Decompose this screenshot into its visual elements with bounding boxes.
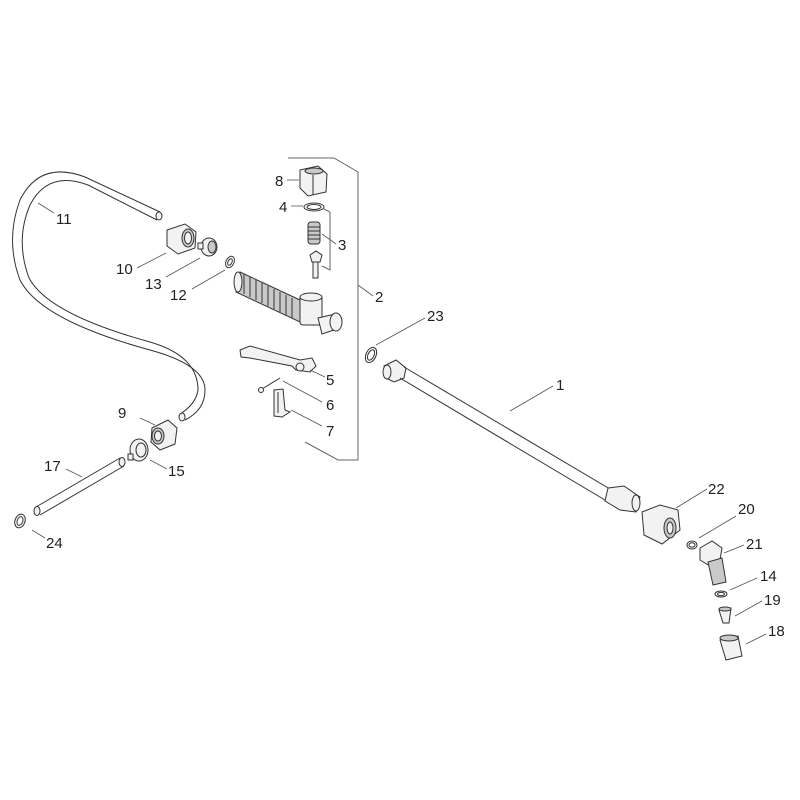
- washer-part-12[interactable]: [224, 255, 236, 269]
- leader-3b: [321, 233, 337, 245]
- leader-18: [698, 515, 737, 539]
- nozzle-tip-part-20[interactable]: [718, 606, 732, 624]
- leader-3: [321, 208, 331, 271]
- leader-10: [136, 252, 167, 269]
- leader-9: [139, 417, 156, 426]
- leader-12: [191, 269, 226, 290]
- washer-part-24[interactable]: [13, 513, 27, 530]
- leader-5: [309, 369, 326, 378]
- washer-part-17[interactable]: [714, 590, 728, 598]
- handle-body[interactable]: [233, 271, 343, 335]
- callout-10[interactable]: 10: [116, 261, 133, 278]
- callout-12[interactable]: 12: [170, 287, 187, 304]
- callout-18[interactable]: 20: [738, 501, 755, 518]
- hose-nut-part-10[interactable]: [166, 223, 197, 255]
- leader-15: [65, 468, 83, 478]
- trigger-lever-part-5[interactable]: [239, 345, 317, 373]
- group-2-bracket: [288, 157, 359, 461]
- callout-2[interactable]: 2: [375, 289, 383, 306]
- o-ring-part-4[interactable]: [303, 202, 325, 212]
- callout-19[interactable]: 18: [768, 623, 785, 640]
- hose-part-11[interactable]: [12, 171, 206, 422]
- pin-part-6[interactable]: [258, 377, 281, 393]
- callout-1[interactable]: 1: [556, 377, 564, 394]
- callout-7[interactable]: 7: [326, 423, 334, 440]
- o-ring-part-23[interactable]: [363, 346, 379, 365]
- valve-nut-part-8[interactable]: [299, 165, 328, 197]
- callout-22[interactable]: 22: [708, 481, 725, 498]
- callout-15[interactable]: 17: [44, 458, 61, 475]
- callout-14[interactable]: 15: [168, 463, 185, 480]
- callout-5[interactable]: 5: [326, 372, 334, 389]
- callout-24[interactable]: 24: [46, 535, 63, 552]
- suction-tube-part-15[interactable]: [33, 457, 126, 516]
- hose-nut-part-9[interactable]: [150, 419, 178, 451]
- safety-clip-part-7[interactable]: [273, 388, 292, 418]
- callout-9[interactable]: 9: [118, 405, 126, 422]
- valve-spring-part-3[interactable]: [307, 221, 323, 279]
- callout-3[interactable]: 3: [338, 237, 346, 254]
- leader-14: [149, 459, 168, 470]
- callout-20[interactable]: 19: [764, 592, 781, 609]
- nozzle-cap-part-19[interactable]: [719, 634, 743, 661]
- callout-4[interactable]: 4: [279, 199, 287, 216]
- leader-19: [745, 633, 767, 645]
- leader-23: [375, 317, 426, 346]
- leader-1: [509, 385, 554, 412]
- callout-17[interactable]: 14: [760, 568, 777, 585]
- callout-23[interactable]: 23: [427, 308, 444, 325]
- callout-11[interactable]: 11: [56, 211, 72, 228]
- callout-8[interactable]: 8: [275, 173, 283, 190]
- callout-21[interactable]: 21: [746, 536, 763, 553]
- washer-part-18[interactable]: [686, 540, 698, 550]
- leader-20: [734, 600, 763, 617]
- callout-6[interactable]: 6: [326, 397, 334, 414]
- leader-13: [165, 257, 201, 278]
- leader-11: [37, 202, 55, 214]
- leader-6: [282, 380, 323, 403]
- hose-fitting-part-13[interactable]: [197, 237, 218, 257]
- lance-nut-part-22[interactable]: [641, 504, 681, 545]
- leader-21: [723, 544, 745, 554]
- lance-tube-part-1[interactable]: [382, 359, 641, 513]
- leader-17: [729, 577, 758, 591]
- elbow-part-21[interactable]: [699, 540, 727, 586]
- leader-2: [357, 284, 374, 297]
- leader-24: [31, 529, 46, 539]
- callout-13[interactable]: 13: [145, 276, 162, 293]
- filter-fitting-part-14[interactable]: [127, 438, 149, 462]
- leader-7: [290, 409, 323, 427]
- leader-22: [675, 488, 708, 509]
